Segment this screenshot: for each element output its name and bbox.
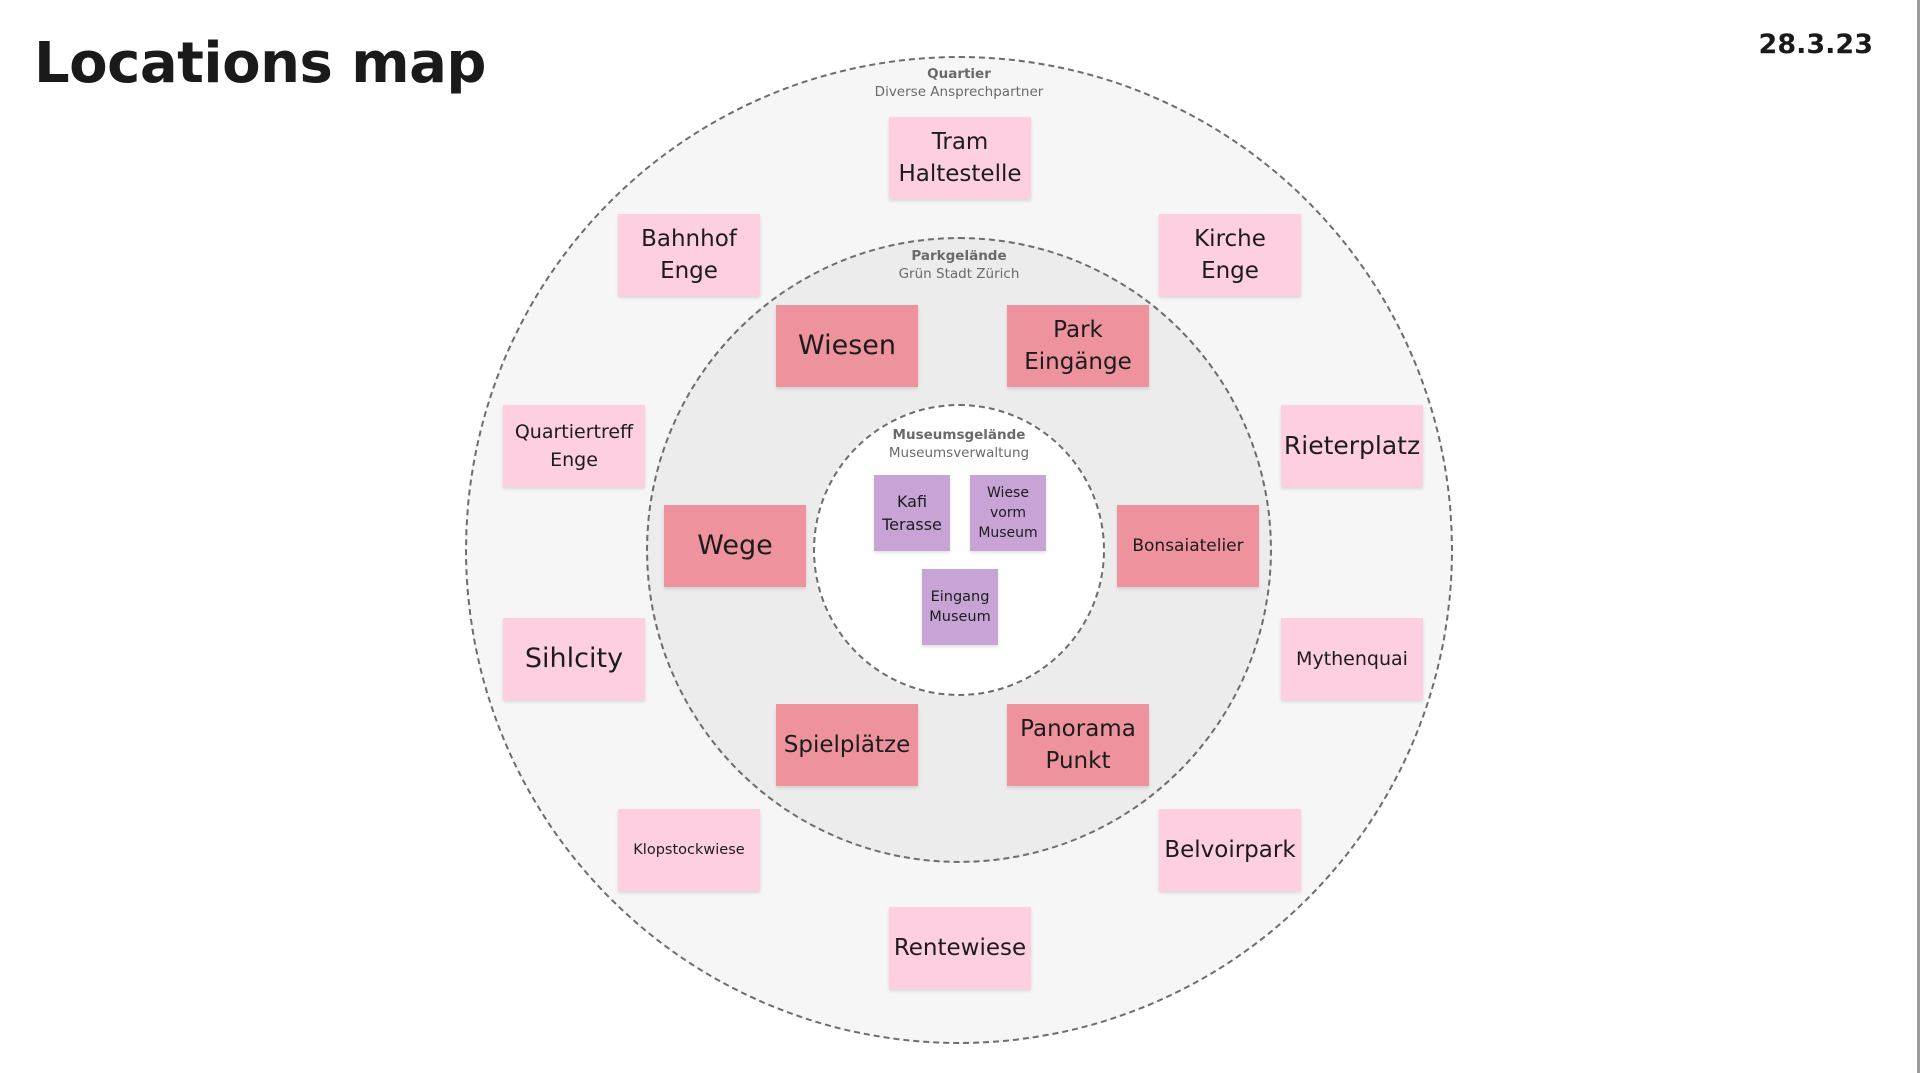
- note-klopstockwiese[interactable]: Klopstockwiese: [618, 809, 760, 891]
- note-wiese-vorm-museum[interactable]: Wiese vorm Museum: [970, 475, 1046, 551]
- note-rentewiese[interactable]: Rentewiese: [889, 907, 1031, 989]
- ring-label-quartier: Quartier Diverse Ansprechpartner: [809, 65, 1109, 101]
- note-belvoirpark[interactable]: Belvoirpark: [1159, 809, 1301, 891]
- slide-edge-divider: [1917, 0, 1920, 1073]
- note-spielplaetze[interactable]: Spielplätze: [776, 704, 918, 786]
- ring-zone-name: Quartier: [927, 66, 991, 82]
- note-bahnhof-enge[interactable]: Bahnhof Enge: [618, 214, 760, 296]
- note-kirche-enge[interactable]: Kirche Enge: [1159, 214, 1301, 296]
- ring-zone-owner: Diverse Ansprechpartner: [874, 84, 1044, 100]
- note-wege[interactable]: Wege: [664, 505, 806, 587]
- note-wiesen[interactable]: Wiesen: [776, 305, 918, 387]
- note-bonsaiatelier[interactable]: Bonsaiatelier: [1117, 505, 1259, 587]
- ring-museumsgelaende: [813, 404, 1105, 696]
- ring-label-museumsgelaende: Museumsgelände Museumsverwaltung: [809, 426, 1109, 462]
- note-mythenquai[interactable]: Mythenquai: [1281, 618, 1423, 700]
- note-sihlcity[interactable]: Sihlcity: [503, 618, 645, 700]
- ring-zone-name: Parkgelände: [911, 248, 1007, 264]
- ring-zone-owner: Museumsverwaltung: [888, 445, 1030, 461]
- note-kafi-terasse[interactable]: Kafi Terasse: [874, 475, 950, 551]
- ring-label-parkgelaende: Parkgelände Grün Stadt Zürich: [809, 247, 1109, 283]
- note-rieterplatz[interactable]: Rieterplatz: [1281, 405, 1423, 487]
- note-eingang-museum[interactable]: Eingang Museum: [922, 569, 998, 645]
- page-date: 28.3.23: [1758, 29, 1873, 60]
- ring-zone-owner: Grün Stadt Zürich: [898, 266, 1020, 282]
- ring-zone-name: Museumsgelände: [892, 427, 1026, 443]
- note-tram-haltestelle[interactable]: Tram Haltestelle: [889, 117, 1031, 199]
- note-panorama-punkt[interactable]: Panorama Punkt: [1007, 704, 1149, 786]
- note-quartiertreff-enge[interactable]: Quartiertreff Enge: [503, 405, 645, 487]
- page-title: Locations map: [34, 31, 487, 96]
- note-park-eingaenge[interactable]: Park Eingänge: [1007, 305, 1149, 387]
